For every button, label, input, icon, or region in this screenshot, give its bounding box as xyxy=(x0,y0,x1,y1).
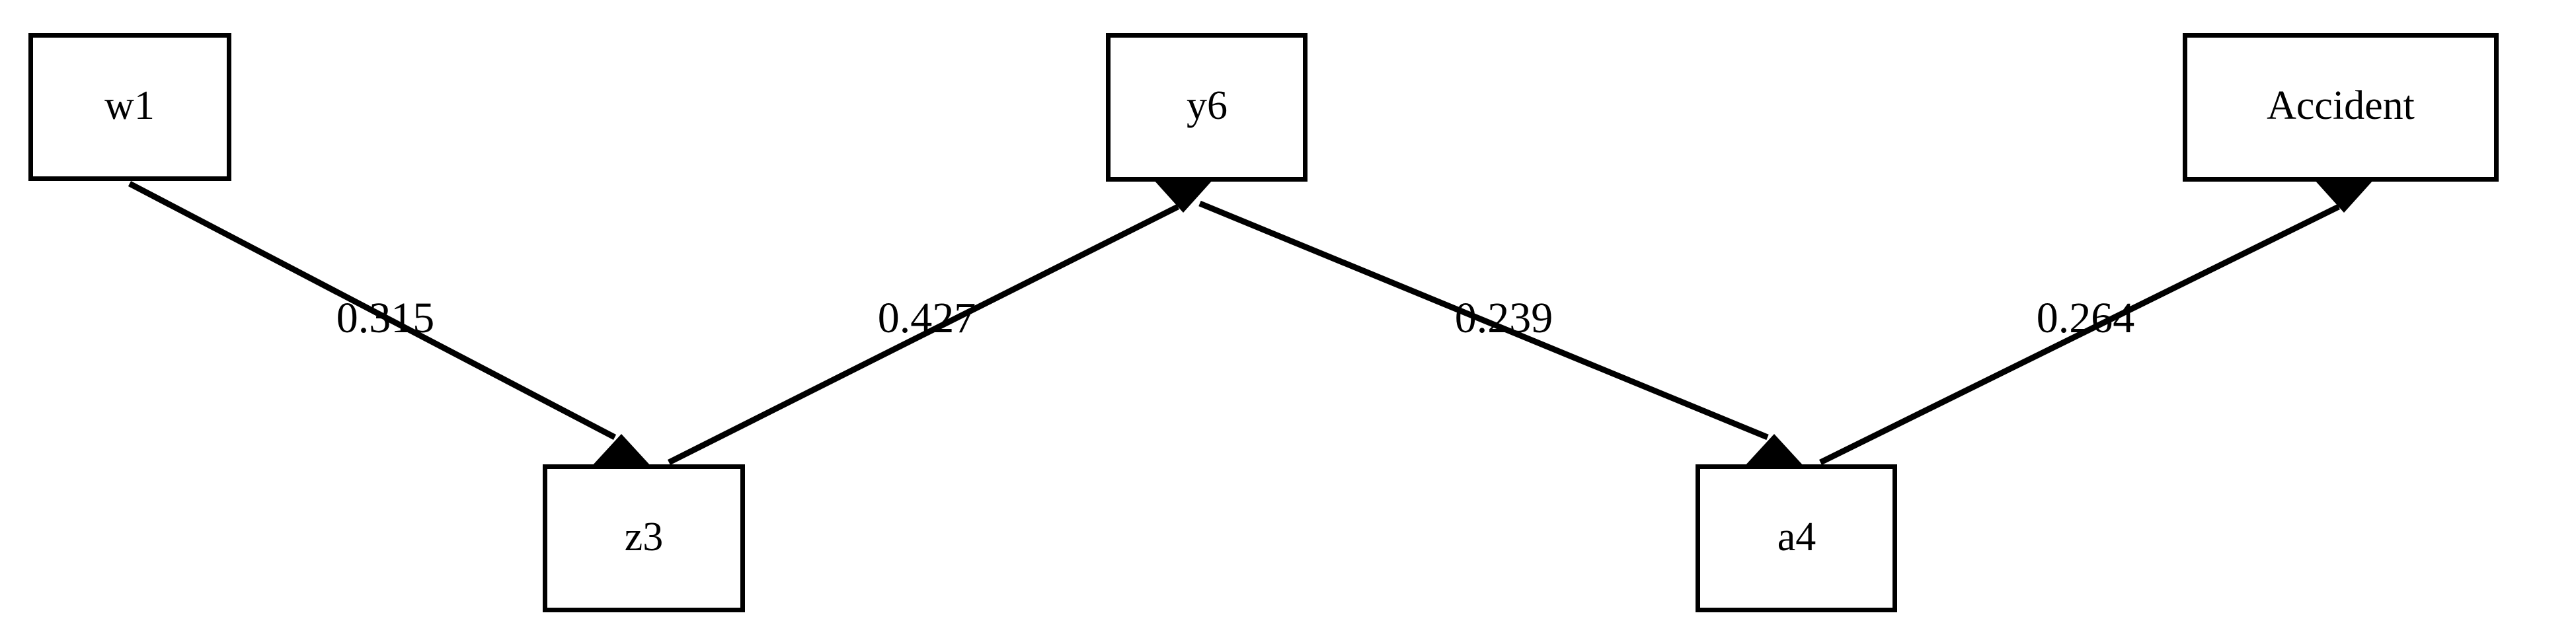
node-label-y6: y6 xyxy=(1187,83,1228,128)
edge-z3-y6[interactable] xyxy=(667,180,1213,466)
arrowhead-z3-from-w1 xyxy=(592,434,651,466)
node-a4[interactable]: a4 xyxy=(1696,464,1897,612)
node-label-a4: a4 xyxy=(1777,515,1816,559)
node-box-accident xyxy=(2183,33,2499,182)
edge-line-a4-accident xyxy=(1819,203,2340,466)
edge-label-w1-z3: 0.315 xyxy=(336,294,435,342)
node-box-y6 xyxy=(1106,33,1308,182)
node-label-accident: Accident xyxy=(2267,83,2415,128)
node-box-z3 xyxy=(543,464,745,612)
edge-line-y6-a4 xyxy=(1198,200,1769,441)
node-box-w1 xyxy=(28,33,231,181)
edge-label-a4-accident: 0.264 xyxy=(2037,294,2135,342)
arrowhead-accident-from-a4 xyxy=(2314,180,2374,213)
edge-a4-accident[interactable] xyxy=(1819,180,2374,466)
node-label-w1: w1 xyxy=(104,83,155,128)
edge-label-z3-y6: 0.427 xyxy=(878,294,976,342)
edge-label-y6-a4: 0.239 xyxy=(1455,294,1553,342)
edge-y6-a4[interactable] xyxy=(1198,200,1804,466)
arrowhead-a4-from-y6 xyxy=(1744,434,1804,466)
node-box-a4 xyxy=(1696,464,1897,612)
node-y6[interactable]: y6 xyxy=(1106,33,1308,182)
node-label-z3: z3 xyxy=(625,515,664,559)
edge-line-z3-y6 xyxy=(667,203,1180,466)
node-w1[interactable]: w1 xyxy=(28,33,231,181)
arrowhead-y6-from-z3 xyxy=(1153,180,1213,213)
node-accident[interactable]: Accident xyxy=(2183,33,2499,182)
node-z3[interactable]: z3 xyxy=(543,464,745,612)
edge-w1-z3[interactable] xyxy=(128,181,651,466)
edge-line-w1-z3 xyxy=(128,181,617,440)
